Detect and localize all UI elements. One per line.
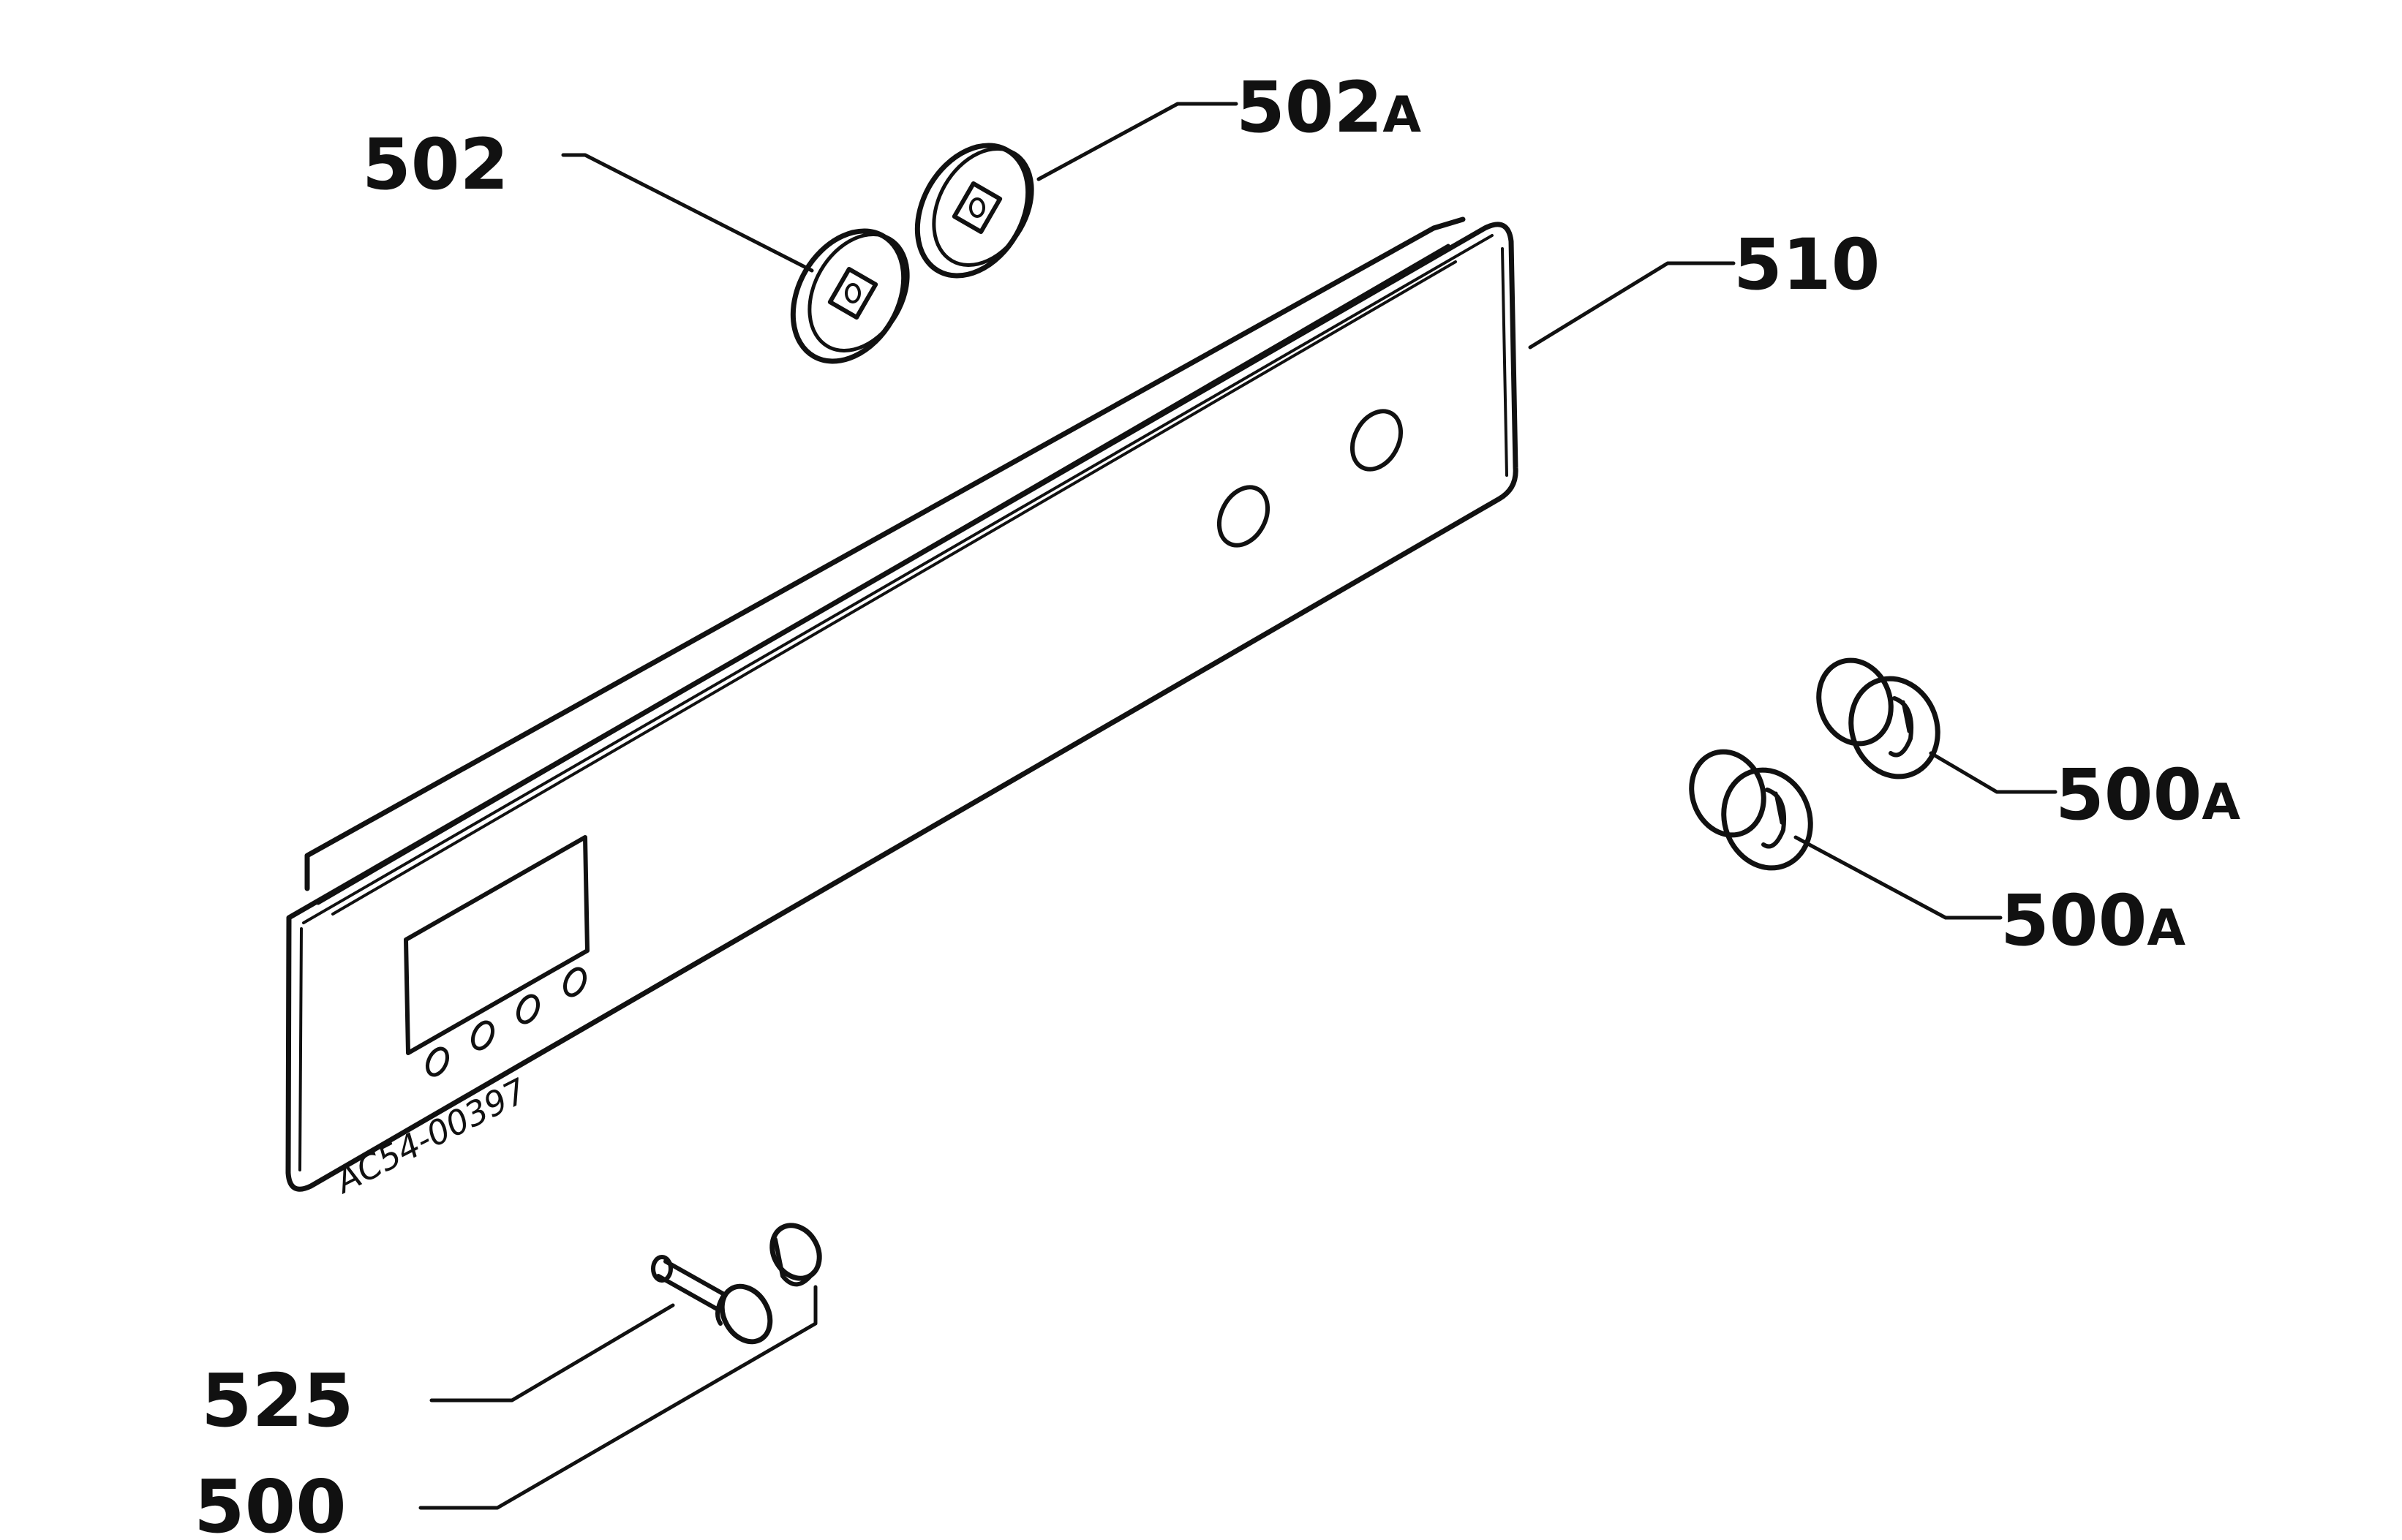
leader-502A — [1036, 102, 1238, 181]
label-502A-suffix: A — [1382, 86, 1421, 144]
label-510: 510 — [1733, 224, 1880, 306]
label-500A-upper: 500A — [2055, 754, 2240, 836]
leader-500 — [418, 1285, 818, 1510]
label-500: 500 — [194, 1464, 347, 1540]
button-hole — [516, 994, 541, 1024]
leader-510 — [1528, 261, 1736, 350]
leader-lines — [418, 102, 2057, 1510]
disc-502 — [790, 228, 910, 364]
knob-500A-upper — [1816, 657, 1940, 780]
label-500A-lower: 500A — [2000, 880, 2185, 962]
display-window — [404, 835, 590, 1055]
leader-500A-upper — [1929, 751, 2057, 794]
leader-500A-lower — [1793, 835, 2003, 920]
label-502: 502 — [362, 124, 508, 205]
label-525: 525 — [201, 1358, 354, 1443]
label-502A: 502A — [1236, 67, 1421, 148]
button-hole — [425, 1046, 450, 1077]
label-500A-upper-number: 500 — [2055, 754, 2202, 836]
knob-500A-lower — [1689, 749, 1813, 871]
leader-525 — [429, 1303, 675, 1403]
button-hole — [562, 967, 587, 997]
button-holes — [425, 967, 587, 1077]
panel-face — [285, 222, 1518, 1192]
panel-face-bevel — [298, 234, 1508, 1171]
label-500A-lower-suffix: A — [2147, 899, 2185, 957]
button-hole — [470, 1020, 495, 1051]
label-500A-lower-number: 500 — [2000, 880, 2147, 962]
knob-hole-left — [1216, 485, 1270, 548]
control-panel: AC54-00397 — [285, 216, 1518, 1201]
pin-525 — [651, 1255, 773, 1345]
disc-502A — [914, 143, 1034, 279]
knob-hole-right — [1349, 409, 1404, 472]
panel-top-flange-back — [304, 216, 1466, 891]
panel-part-code: AC54-00397 — [328, 1071, 533, 1201]
label-502A-number: 502 — [1236, 67, 1382, 148]
leader-502 — [561, 153, 814, 273]
button-cap-500 — [769, 1223, 822, 1287]
label-500A-upper-suffix: A — [2202, 774, 2240, 831]
panel-top-flange-inner — [331, 260, 1457, 916]
